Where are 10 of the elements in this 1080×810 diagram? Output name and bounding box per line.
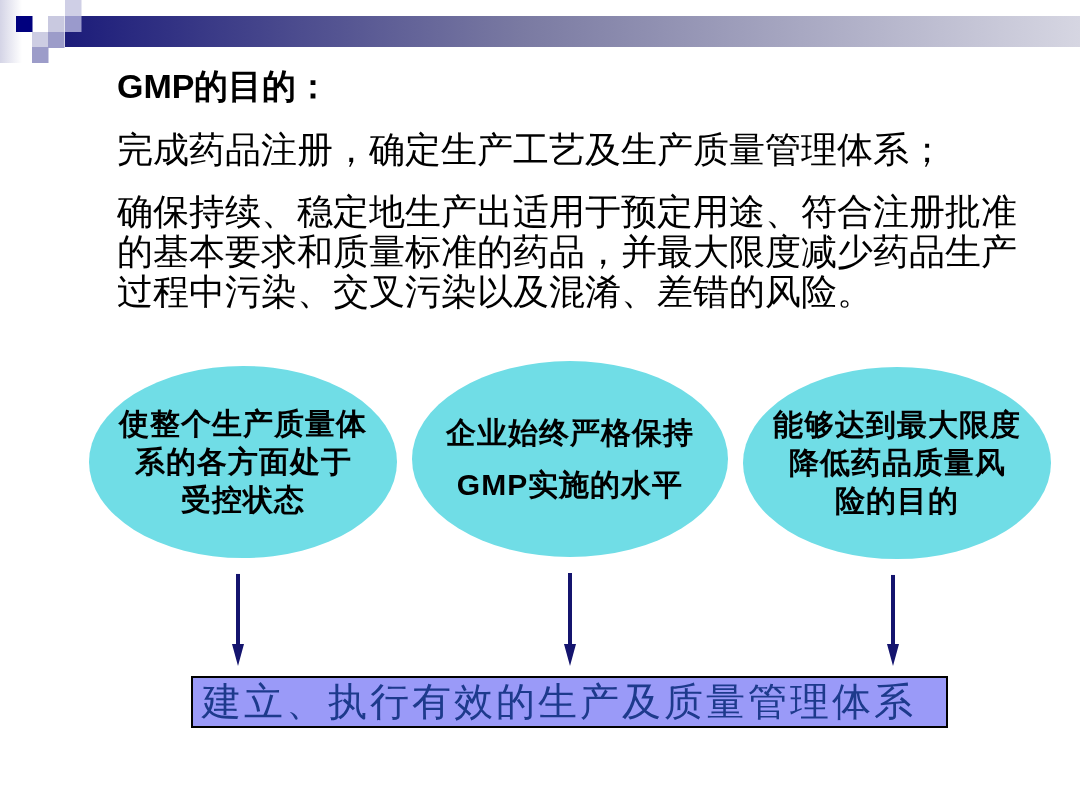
oval-text: 企业始终严格保持GMP实施的水平 xyxy=(446,415,694,503)
arrow xyxy=(232,573,244,666)
slide-title: GMP的目的： xyxy=(117,66,331,106)
statement-text: 完成药品注册，确定生产工艺及生产质量管理体系； xyxy=(117,130,945,170)
oval-text: 使整个生产质量体系的各方面处于受控状态 xyxy=(119,406,367,518)
oval-text: 能够达到最大限度降低药品质量风险的目的 xyxy=(773,407,1021,519)
result-box: 建立、执行有效的生产及质量管理体系 xyxy=(191,676,948,728)
arrow xyxy=(564,573,576,666)
paragraph-text: 确保持续、稳定地生产出适用于预定用途、符合注册批准的基本要求和质量标准的药品，并最大限度减少药品生产过程中污染、交叉污染以及混淆、差错的风险。 xyxy=(117,192,1018,312)
arrow xyxy=(887,574,899,666)
